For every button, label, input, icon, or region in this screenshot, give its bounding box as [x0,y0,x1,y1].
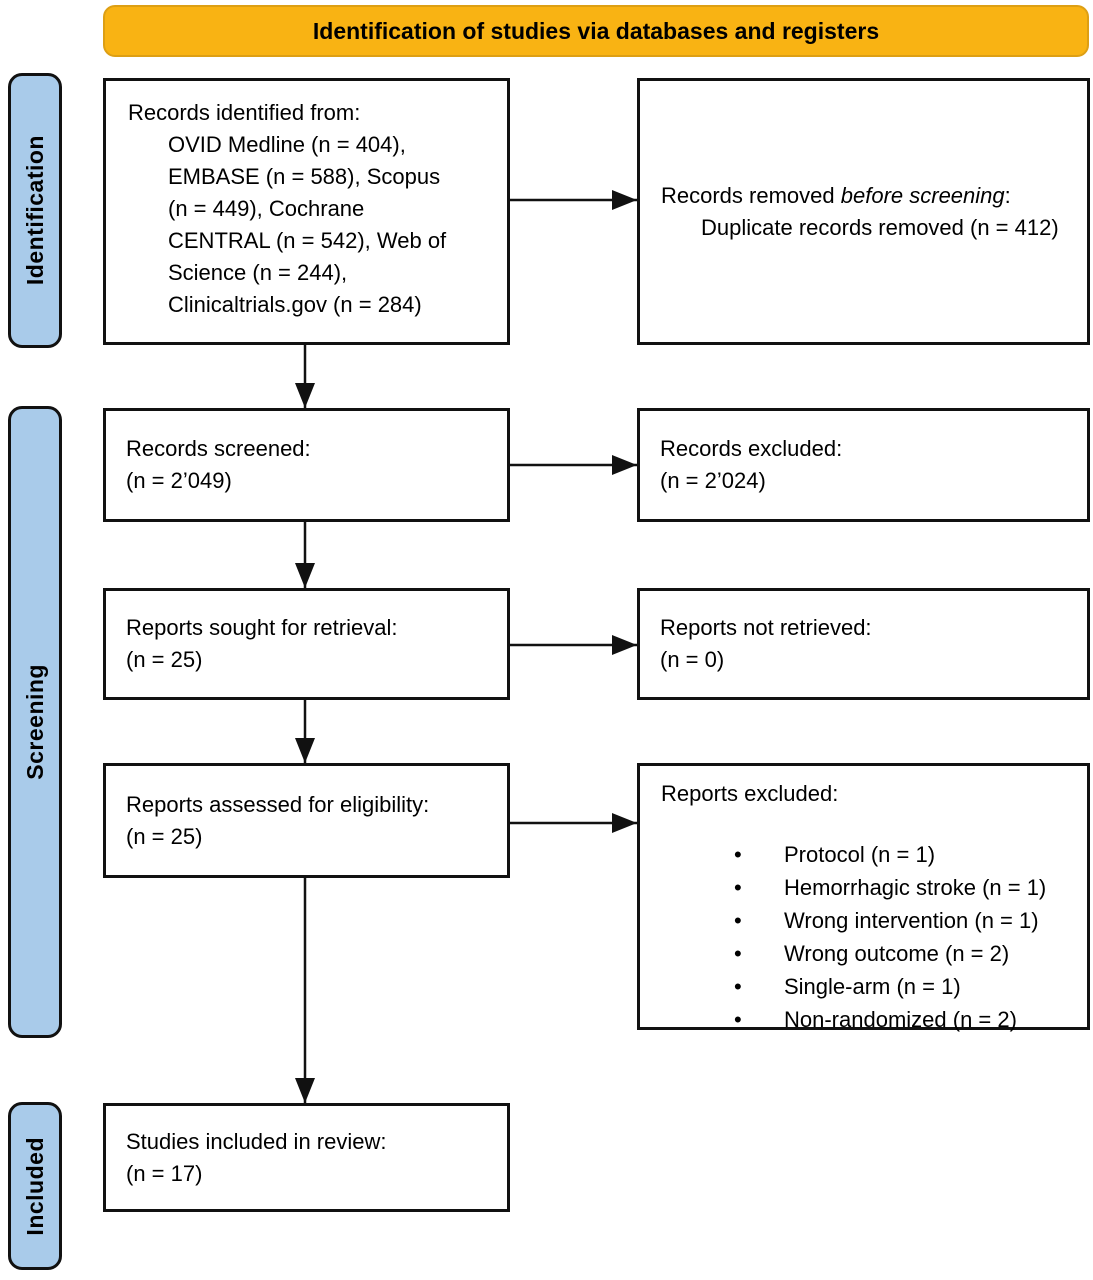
reports-assessed-count: (n = 25) [126,823,203,849]
records-removed-prefix: Records removed [661,182,841,208]
box-reports-not-retrieved: Reports not retrieved: (n = 0) [637,588,1090,700]
stage-label-screening: Screening [8,406,62,1038]
diagram-title: Identification of studies via databases … [312,17,880,44]
box-reports-assessed: Reports assessed for eligibility: (n = 2… [103,763,510,878]
stage-label-text: Identification [21,135,48,286]
records-identified-line: (n = 449), Cochrane [168,196,365,221]
records-identified-line: Science (n = 244), [168,260,348,285]
box-records-screened: Records screened: (n = 2’049) [103,408,510,522]
records-removed-heading: Records removed before screening: [661,180,1069,212]
records-identified-line: OVID Medline (n = 404), [168,132,406,157]
reports-not-retrieved-count: (n = 0) [660,647,725,672]
stage-label-included: Included [8,1102,62,1270]
reports-excluded-item: Hemorrhagic stroke (n = 1) [734,871,1077,904]
records-screened-line1: Records screened: [126,436,311,461]
reports-excluded-item: Protocol (n = 1) [734,838,1077,871]
reports-excluded-item: Single-arm (n = 1) [734,970,1077,1003]
records-removed-detail: Duplicate records removed (n = 412) [701,214,1059,240]
box-records-identified: Records identified from: OVID Medline (n… [103,78,510,345]
records-excluded-count: (n = 2’024) [660,468,766,493]
studies-included-count: (n = 17) [126,1160,203,1186]
stage-label-identification: Identification [8,73,62,348]
records-identified-line: EMBASE (n = 588), Scopus [168,164,441,189]
box-reports-excluded: Reports excluded: Protocol (n = 1) Hemor… [637,763,1090,1032]
reports-sought-line1: Reports sought for retrieval: [126,615,398,640]
stage-label-text: Screening [21,664,48,780]
reports-excluded-list: Protocol (n = 1) Hemorrhagic stroke (n =… [661,838,1077,1036]
reports-excluded-item: Non-randomized (n = 2) [734,1003,1077,1036]
reports-sought-count: (n = 25) [126,647,203,672]
reports-excluded-item: Wrong intervention (n = 1) [734,904,1077,937]
box-reports-sought: Reports sought for retrieval: (n = 25) [103,588,510,700]
records-removed-suffix: : [1004,182,1011,208]
records-removed-emphasis: before screening [840,182,1005,208]
diagram-title-banner: Identification of studies via databases … [103,5,1089,57]
reports-assessed-line1: Reports assessed for eligibility: [126,791,430,817]
stage-label-text: Included [21,1136,48,1236]
records-identified-intro: Records identified from: [128,100,361,125]
records-identified-line: Clinicaltrials.gov (n = 284) [168,292,422,317]
reports-not-retrieved-line1: Reports not retrieved: [660,615,872,640]
box-records-excluded: Records excluded: (n = 2’024) [637,408,1090,522]
studies-included-line1: Studies included in review: [126,1128,387,1154]
records-screened-count: (n = 2’049) [126,468,232,493]
reports-excluded-item: Wrong outcome (n = 2) [734,937,1077,970]
box-records-removed: Records removed before screening: Duplic… [637,78,1090,345]
reports-excluded-heading: Reports excluded: [661,781,839,806]
records-identified-line: CENTRAL (n = 542), Web of [168,228,447,253]
box-studies-included: Studies included in review: (n = 17) [103,1103,510,1212]
records-excluded-line1: Records excluded: [660,436,843,461]
